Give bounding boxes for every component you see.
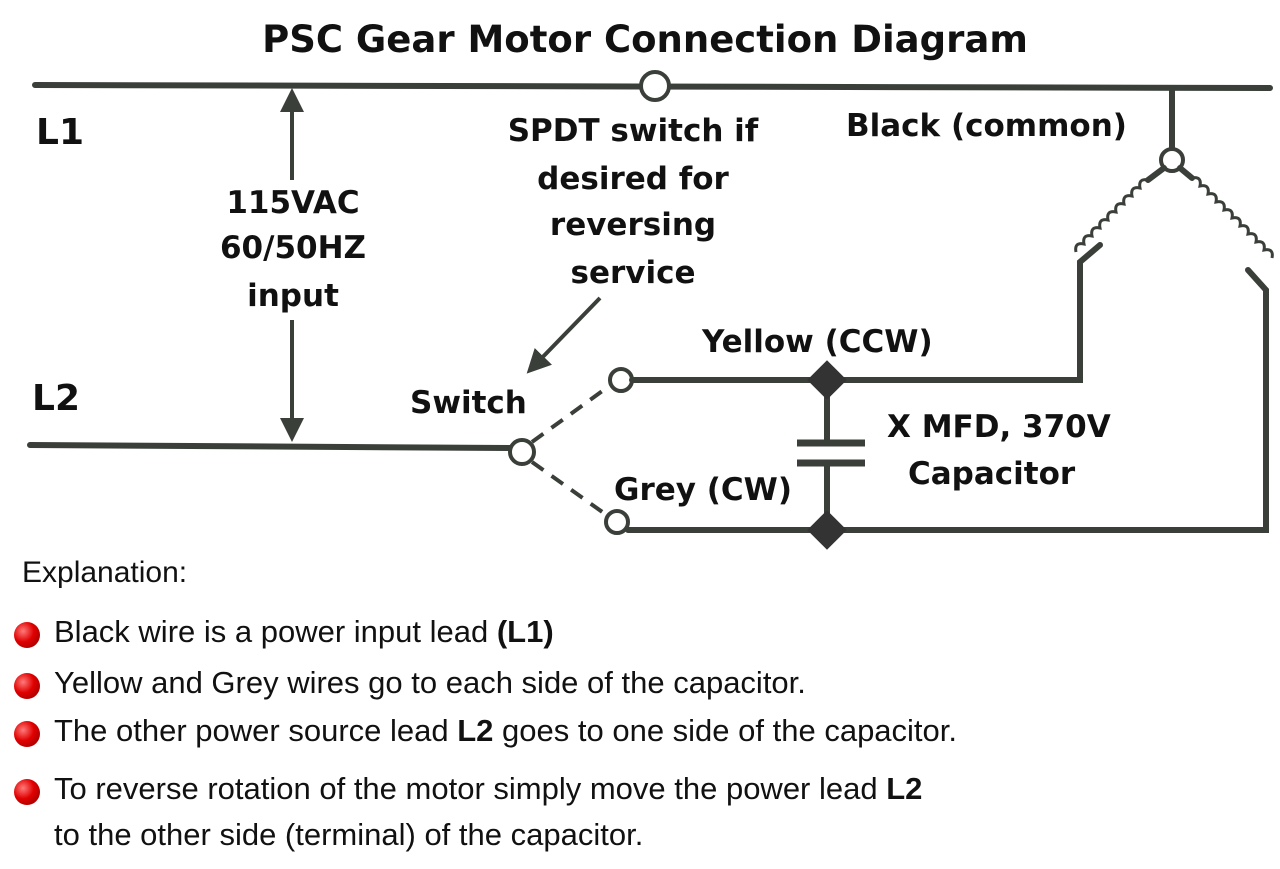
diagram-title: PSC Gear Motor Connection Diagram [262, 18, 1028, 61]
switch-common-terminal [508, 438, 536, 466]
spdt-note-line1: SPDT switch if [508, 113, 759, 149]
input-label: input [247, 278, 339, 314]
l1-label: L1 [36, 112, 84, 153]
bullet-icon [14, 622, 40, 648]
spdt-note-line4: service [571, 255, 696, 291]
yellow-ccw-label: Yellow (CCW) [701, 324, 933, 360]
switch-label: Switch [410, 385, 527, 421]
l2-label: L2 [32, 378, 80, 419]
connection-diagram: PSC Gear Motor Connection Diagram L1 L2 … [27, 18, 1274, 550]
yellow-junction [807, 360, 847, 400]
grey-wire [625, 267, 1269, 533]
l1-terminal [639, 70, 671, 102]
bullet-icon [14, 779, 40, 805]
capacitor-label: Capacitor [908, 456, 1076, 492]
spdt-note-line2: desired for [537, 161, 729, 197]
input-frequency-label: 60/50HZ [220, 230, 366, 266]
explanation-heading: Explanation: [22, 556, 188, 589]
switch-ccw-terminal [608, 367, 634, 393]
l2-wire [27, 442, 513, 451]
capacitor-rating-label: X MFD, 370V [887, 409, 1111, 445]
motor-winding-ccw [1074, 165, 1167, 253]
grey-junction [807, 510, 847, 550]
spdt-note-line3: reversing [550, 207, 716, 243]
grey-cw-label: Grey (CW) [614, 472, 792, 508]
yellow-wire [629, 242, 1103, 383]
black-common-label: Black (common) [846, 108, 1127, 144]
motor-common-node [1159, 147, 1185, 173]
spdt-pointer-arrow [526, 296, 602, 374]
bullet-icon [14, 673, 40, 699]
motor-winding-cw [1177, 165, 1274, 259]
switch-cw-terminal [604, 509, 630, 535]
input-label-bg [215, 180, 365, 320]
switch-throw-cw [530, 460, 610, 518]
bullet-icon [14, 721, 40, 747]
switch-throw-ccw [530, 382, 614, 444]
input-voltage-label: 115VAC [226, 185, 359, 221]
